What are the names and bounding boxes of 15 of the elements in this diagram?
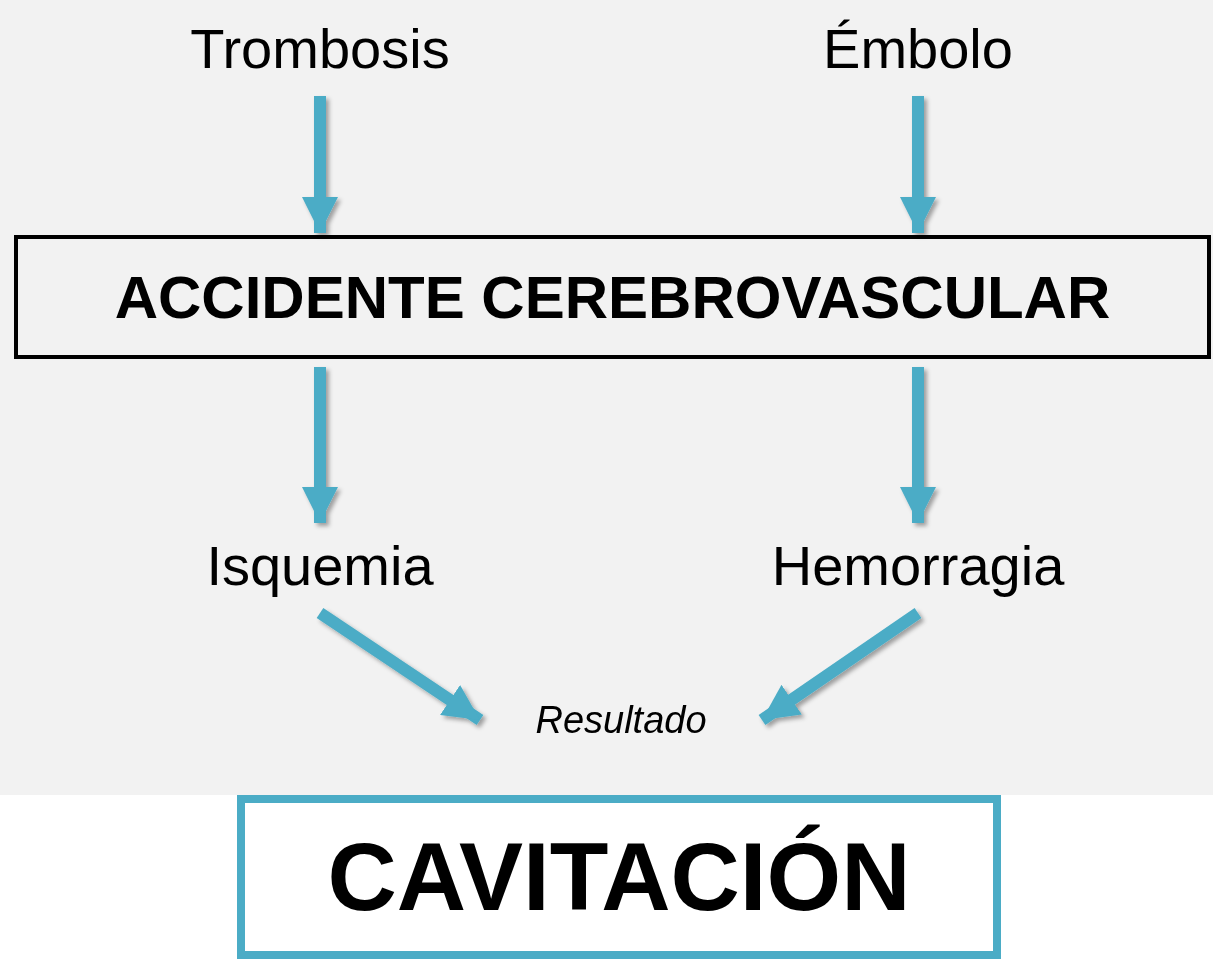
arrow: [302, 96, 338, 233]
term-label: Hemorragia: [771, 532, 1065, 598]
arrow: [900, 367, 936, 523]
box-title: CAVITACIÓN: [327, 822, 911, 932]
term-label: Émbolo: [823, 15, 1013, 81]
term-label: Resultado: [535, 698, 707, 742]
result-box: [237, 795, 1001, 959]
box-title: ACCIDENTE CEREBROVASCULAR: [114, 262, 1111, 332]
arrow: [758, 608, 922, 725]
process-box: [14, 235, 1211, 359]
arrow: [302, 367, 338, 523]
term-label: Isquemia: [206, 532, 434, 598]
arrow: [316, 608, 484, 725]
arrow: [900, 96, 936, 233]
term-label: Trombosis: [190, 15, 450, 81]
